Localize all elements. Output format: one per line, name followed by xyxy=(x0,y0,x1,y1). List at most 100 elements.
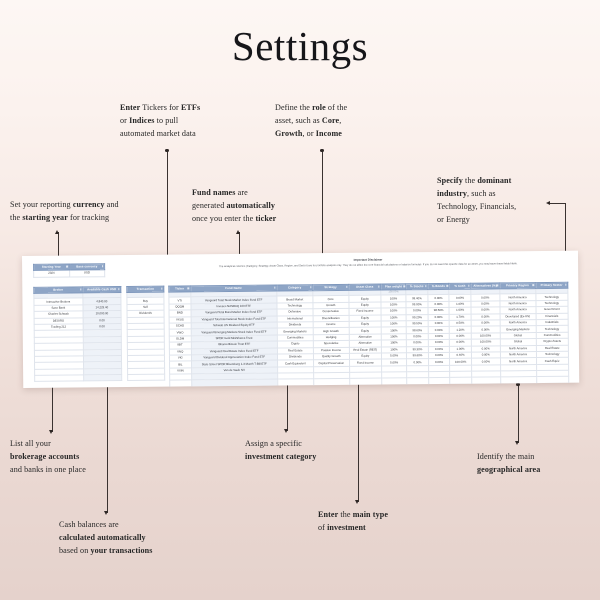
leader-arrow-geography xyxy=(515,441,520,445)
table-cell[interactable] xyxy=(34,374,84,382)
table-cell[interactable] xyxy=(277,379,314,386)
column-header[interactable]: Asset Class xyxy=(348,284,381,291)
callout-geography: Identify the main geographical area xyxy=(477,450,597,476)
header-row[interactable]: Transaction xyxy=(126,286,164,293)
table-cell[interactable] xyxy=(406,378,429,385)
column-header[interactable]: Transaction xyxy=(126,286,164,293)
table-cell[interactable]: 2024 xyxy=(33,270,70,277)
table-cell[interactable] xyxy=(381,378,407,385)
callout-line: industry, such as xyxy=(437,189,496,199)
column-header[interactable]: Plan weight xyxy=(380,283,407,291)
column-header[interactable]: Available Cash USD xyxy=(82,286,121,294)
table-cell[interactable] xyxy=(450,377,472,385)
table-cell[interactable] xyxy=(169,380,192,387)
column-header[interactable]: Ticker xyxy=(168,285,191,293)
callout-line: brokerage accounts xyxy=(10,452,80,462)
leader-dot-geography xyxy=(516,383,520,387)
callout-line: Set your reporting currency and xyxy=(10,200,119,209)
leader-dot-role xyxy=(320,149,324,153)
leader-arrow-fundnames xyxy=(236,230,241,234)
disclaimer-block: Important Disclaimer The analytical colu… xyxy=(172,256,564,269)
column-header[interactable]: Category xyxy=(276,284,313,292)
column-header[interactable]: % Bonds xyxy=(427,283,450,290)
table-cell[interactable] xyxy=(471,377,501,385)
callout-line: List all your xyxy=(10,439,51,448)
column-header[interactable]: Primary Sector xyxy=(535,282,568,289)
callout-line: once you enter the ticker xyxy=(192,214,277,224)
empty-row[interactable] xyxy=(34,374,122,382)
callout-category: Assign a specific investment category xyxy=(245,437,375,463)
table-cell[interactable] xyxy=(500,377,537,384)
leader-arrow-currency xyxy=(55,230,60,234)
callout-line: Technology, Financials, xyxy=(437,202,517,212)
callout-line: of investment xyxy=(318,523,366,533)
spreadsheet[interactable]: Important Disclaimer The analytical colu… xyxy=(22,250,580,388)
leader-line-tickers xyxy=(167,151,168,285)
column-header[interactable]: % Cash xyxy=(449,283,471,290)
column-header[interactable]: Primary Region xyxy=(499,282,536,290)
leader-arrow-category xyxy=(284,429,289,433)
table-cell[interactable] xyxy=(536,376,569,384)
table-cell[interactable] xyxy=(313,378,350,386)
page-title: Settings xyxy=(231,23,369,69)
table-cell[interactable] xyxy=(428,377,451,385)
table-cell[interactable] xyxy=(349,378,382,386)
column-header[interactable]: Base currency xyxy=(69,263,105,271)
column-header[interactable]: Fund Name xyxy=(190,285,277,293)
leader-line-cash-v xyxy=(107,317,108,513)
leader-line-industry-v xyxy=(565,203,566,297)
callout-line: and banks in one place xyxy=(10,465,86,475)
callout-line: investment category xyxy=(245,452,317,462)
leader-line-geography xyxy=(518,385,519,443)
callout-line: automated market data xyxy=(120,129,196,139)
callout-line: Growth, or Income xyxy=(275,129,342,139)
leader-arrow-maintype xyxy=(355,500,360,504)
column-header[interactable]: % Stocks xyxy=(406,283,428,291)
table-cell[interactable]: USD xyxy=(69,269,105,277)
leader-arrow-cash xyxy=(104,511,109,515)
table-cell[interactable] xyxy=(127,374,165,381)
leader-line-maintype xyxy=(358,383,359,502)
callout-line: based on your transactions xyxy=(59,546,153,556)
column-header[interactable]: Starting Year xyxy=(33,264,70,271)
callout-line: Identify the main xyxy=(477,452,535,461)
leader-arrow-industry xyxy=(546,200,550,205)
leader-line-role xyxy=(322,151,323,298)
callout-currency: Set your reporting currency and the start… xyxy=(10,198,170,224)
callout-line: Enter Tickers for ETFs xyxy=(120,103,201,112)
callout-line: geographical area xyxy=(477,465,541,475)
empty-row[interactable] xyxy=(127,374,165,381)
leader-line-industry-h xyxy=(550,203,566,204)
column-header[interactable]: Alternatives (%) xyxy=(470,282,500,290)
leader-line-category xyxy=(287,383,288,431)
column-header[interactable]: Strategy xyxy=(312,284,349,291)
callout-brokerage: List all your brokerage accounts and banks… xyxy=(10,437,150,476)
callout-line: Cash balances are xyxy=(59,520,119,529)
callout-line: generated automatically xyxy=(192,201,275,211)
column-header[interactable]: Broker xyxy=(33,286,83,294)
callout-line: Specify the dominant xyxy=(437,176,512,185)
callout-line: the starting year for tracking xyxy=(10,213,110,223)
table-cell[interactable] xyxy=(83,374,122,382)
spreadsheet-container[interactable]: Important Disclaimer The analytical colu… xyxy=(22,250,580,388)
callout-line: Assign a specific xyxy=(245,439,302,448)
table-cell[interactable] xyxy=(191,379,278,387)
